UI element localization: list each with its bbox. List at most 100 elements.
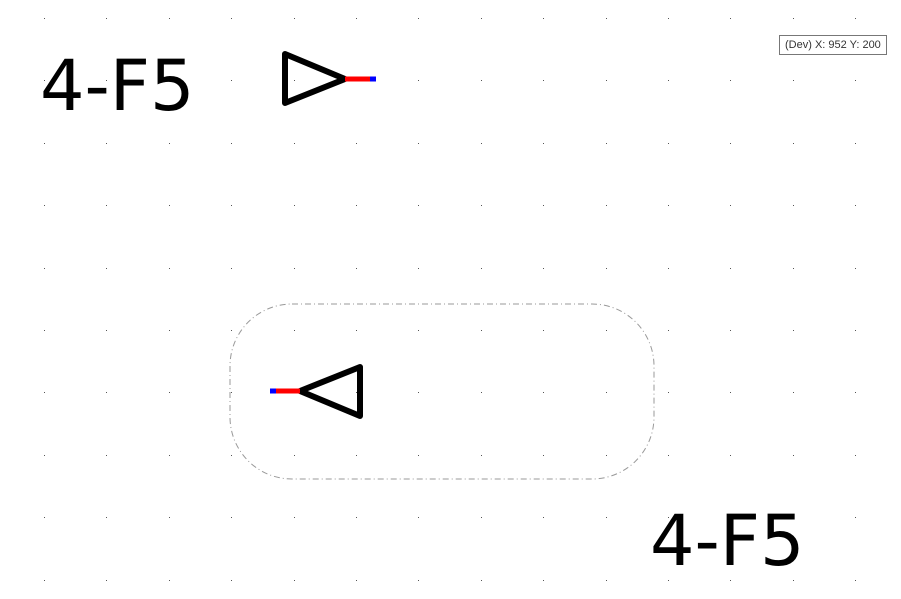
grid-dot xyxy=(44,18,45,19)
grid-dot xyxy=(44,330,45,331)
grid-dot xyxy=(231,517,232,518)
grid-dot xyxy=(418,18,419,19)
grid-dot xyxy=(855,18,856,19)
grid-dot xyxy=(231,455,232,456)
grid-dot xyxy=(855,80,856,81)
grid-dot xyxy=(606,517,607,518)
grid-dot xyxy=(294,268,295,269)
grid-dot xyxy=(606,580,607,581)
grid-dot xyxy=(44,80,45,81)
grid-dot xyxy=(793,80,794,81)
grid-dot xyxy=(668,143,669,144)
grid-dot xyxy=(106,18,107,19)
grid-dot xyxy=(730,205,731,206)
grid-dot xyxy=(356,330,357,331)
grid-dot xyxy=(543,330,544,331)
grid-dot xyxy=(855,330,856,331)
grid-dot xyxy=(793,143,794,144)
grid-dot xyxy=(44,392,45,393)
grid-dot xyxy=(793,268,794,269)
grid-dots xyxy=(44,18,856,581)
grid-dot xyxy=(418,143,419,144)
grid-dot xyxy=(231,205,232,206)
grid-dot xyxy=(169,330,170,331)
grid-dot xyxy=(793,18,794,19)
grid-dot xyxy=(356,392,357,393)
grid-dot xyxy=(106,268,107,269)
grid-dot xyxy=(668,455,669,456)
grid-dot xyxy=(106,580,107,581)
grid-dot xyxy=(169,455,170,456)
grid-dot xyxy=(606,455,607,456)
grid-dot xyxy=(481,392,482,393)
grid-dot xyxy=(606,268,607,269)
grid-dot xyxy=(231,18,232,19)
grid-dot xyxy=(106,330,107,331)
grid-dot xyxy=(606,392,607,393)
grid-dot xyxy=(730,18,731,19)
grid-dot xyxy=(855,268,856,269)
net-label-bottom[interactable]: 4-F5 xyxy=(650,500,805,582)
grid-dot xyxy=(606,80,607,81)
grid-dot xyxy=(418,455,419,456)
grid-dot xyxy=(481,517,482,518)
grid-dot xyxy=(730,580,731,581)
grid-dot xyxy=(231,330,232,331)
grid-dot xyxy=(668,18,669,19)
grid-dot xyxy=(231,580,232,581)
grid-dot xyxy=(606,18,607,19)
grid-dot xyxy=(543,205,544,206)
grid-dot xyxy=(481,18,482,19)
grid-dot xyxy=(106,143,107,144)
grid-dot xyxy=(730,392,731,393)
grid-dot xyxy=(418,268,419,269)
port-symbol-left[interactable] xyxy=(270,364,363,419)
grid-dot xyxy=(668,517,669,518)
grid-dot xyxy=(356,18,357,19)
grid-dot xyxy=(543,517,544,518)
grid-dot xyxy=(730,80,731,81)
grid-dot xyxy=(418,330,419,331)
port-symbol-right[interactable] xyxy=(282,51,376,106)
grid-dot xyxy=(106,455,107,456)
grid-dot xyxy=(418,80,419,81)
grid-dot xyxy=(668,330,669,331)
grid-dot xyxy=(481,580,482,581)
grid-dot xyxy=(294,18,295,19)
grid-dot xyxy=(543,18,544,19)
grid-dot xyxy=(793,392,794,393)
grid-dot xyxy=(231,143,232,144)
grid-dot xyxy=(44,205,45,206)
grid-dot xyxy=(294,330,295,331)
grid-dot xyxy=(793,330,794,331)
grid-dot xyxy=(855,143,856,144)
grid-dot xyxy=(356,517,357,518)
grid-dot xyxy=(106,517,107,518)
grid-dot xyxy=(231,80,232,81)
grid-dot xyxy=(106,205,107,206)
grid-dot xyxy=(481,143,482,144)
grid-dot xyxy=(668,80,669,81)
grid-dot xyxy=(793,205,794,206)
grid-dot xyxy=(606,330,607,331)
grid-dot xyxy=(606,143,607,144)
grid-dot xyxy=(356,580,357,581)
grid-dot xyxy=(855,205,856,206)
grid-dot xyxy=(44,455,45,456)
grid-dot xyxy=(169,18,170,19)
grid-dot xyxy=(169,517,170,518)
grid-dot xyxy=(294,80,295,81)
grid-dot xyxy=(855,580,856,581)
coordinate-readout: (Dev) X: 952 Y: 200 xyxy=(779,35,887,55)
grid-dot xyxy=(44,143,45,144)
grid-dot xyxy=(106,392,107,393)
grid-dot xyxy=(543,455,544,456)
grid-dot xyxy=(606,205,607,206)
grid-dot xyxy=(169,268,170,269)
grid-dot xyxy=(44,517,45,518)
grid-dot xyxy=(418,205,419,206)
grid-dot xyxy=(668,580,669,581)
grid-dot xyxy=(855,455,856,456)
net-label-top[interactable]: 4-F5 xyxy=(40,45,195,127)
